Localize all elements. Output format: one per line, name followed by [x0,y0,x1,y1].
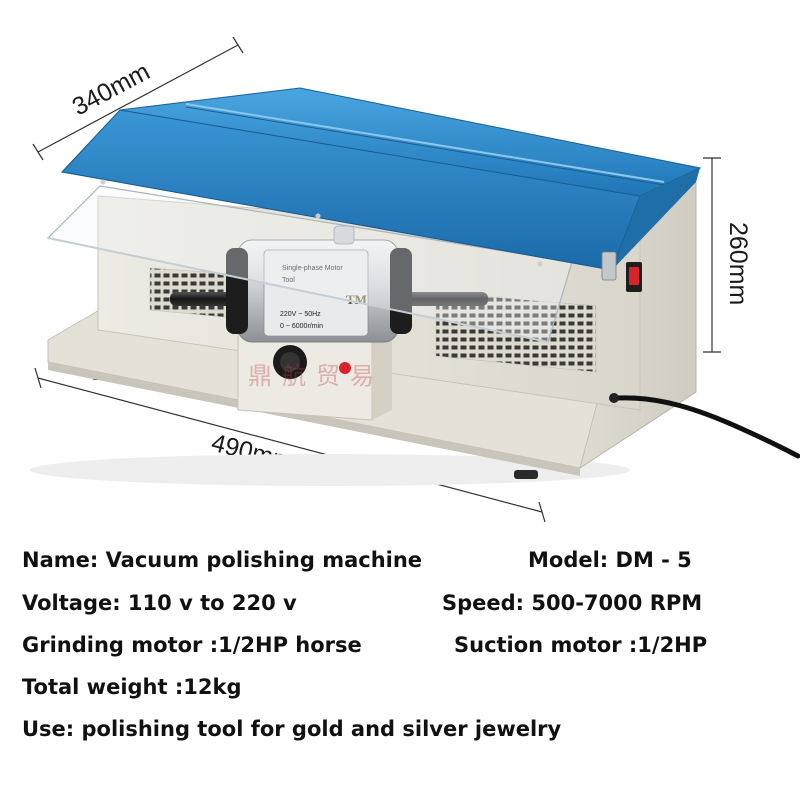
spec-use: Use: polishing tool for gold and silver … [22,717,562,741]
spec-voltage: Voltage: 110 v to 220 v [22,591,297,615]
power-cord [613,395,800,459]
height-label: 260mm [724,222,752,305]
motor-label-line2: Tool [282,277,295,284]
product-image: 340mm 260mm 490mm [30,36,800,523]
spec-speed: Speed: 500-7000 RPM [442,591,703,615]
watermark: 鼎航贸易 [248,362,384,390]
spec-model: Model: DM - 5 [528,548,692,572]
motor-label-line4: 0 ~ 6000r/min [280,323,323,330]
height-dimension: 260mm [703,157,752,353]
spec-weight: Total weight :12kg [22,675,242,699]
spec-name: Name: Vacuum polishing machine [22,548,423,572]
polishing-machine: Single-phase Motor Tool TM 220V ~ 50Hz 0… [30,87,800,486]
motor-label-line3: 220V ~ 50Hz [280,311,321,318]
spec-suction-motor: Suction motor :1/2HP [454,633,708,657]
motor-label-line1: Single-phase Motor [282,265,343,272]
spec-grinding-motor: Grinding motor :1/2HP horse [22,633,362,657]
